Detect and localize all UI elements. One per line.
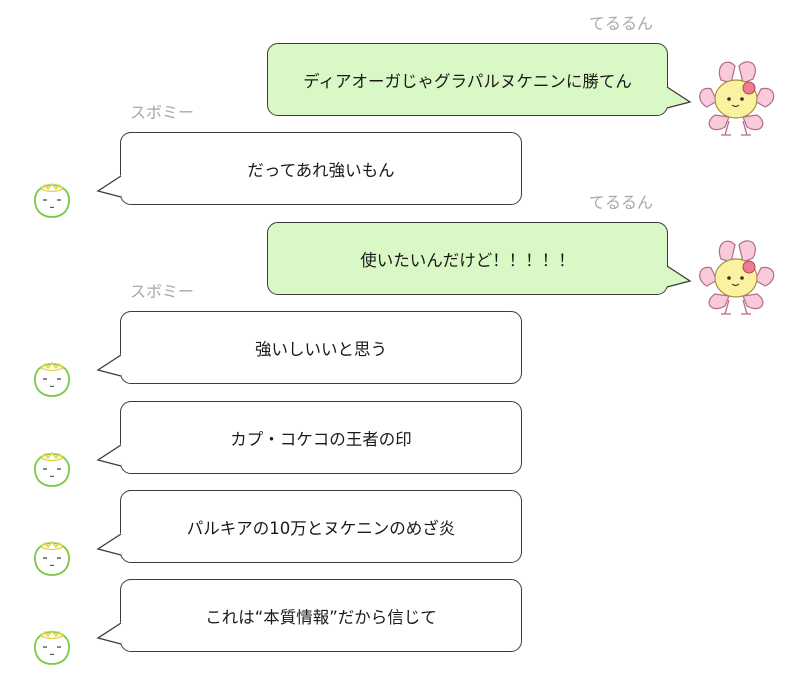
bubble-tail	[96, 444, 122, 467]
message-bubble: これは“本質情報”だから信じて	[120, 579, 522, 652]
bud-character-icon	[34, 361, 70, 397]
flower-character-icon	[699, 240, 775, 315]
bud-character-icon	[34, 540, 70, 576]
message-bubble: パルキアの10万とヌケニンのめざ炎	[120, 490, 522, 563]
speaker-name: てるるん	[589, 193, 654, 212]
bud-character-icon	[34, 182, 70, 218]
bubble-tail	[96, 175, 122, 198]
message-bubble: ディアオーガじゃグラパルヌケニンに勝てん	[267, 43, 668, 116]
flower-character-icon	[699, 61, 775, 136]
message-text: パルキアの10万とヌケニンのめざ炎	[186, 518, 456, 538]
message-text: カプ・コケコの王者の印	[230, 429, 412, 449]
bud-character-icon	[34, 451, 70, 487]
bubble-tail	[96, 533, 122, 556]
message-text: これは“本質情報”だから信じて	[205, 607, 437, 627]
message-bubble: カプ・コケコの王者の印	[120, 401, 522, 474]
message-bubble: だってあれ強いもん	[120, 132, 522, 205]
speaker-name: てるるん	[589, 14, 654, 33]
message-bubble: 使いたいんだけど！！！！！	[267, 222, 668, 295]
speaker-name: スボミー	[130, 103, 195, 122]
message-text: 使いたいんだけど！！！！！	[360, 250, 575, 270]
message-text: だってあれ強いもん	[247, 160, 395, 180]
bubble-tail	[96, 622, 122, 645]
bubble-tail	[96, 354, 122, 377]
message-text: 強いしいいと思う	[255, 339, 387, 359]
message-bubble: 強いしいいと思う	[120, 311, 522, 384]
bubble-tail	[666, 86, 692, 109]
bubble-tail	[666, 265, 692, 288]
bud-character-icon	[34, 629, 70, 665]
speaker-name: スボミー	[130, 282, 195, 301]
message-text: ディアオーガじゃグラパルヌケニンに勝てん	[303, 71, 632, 91]
